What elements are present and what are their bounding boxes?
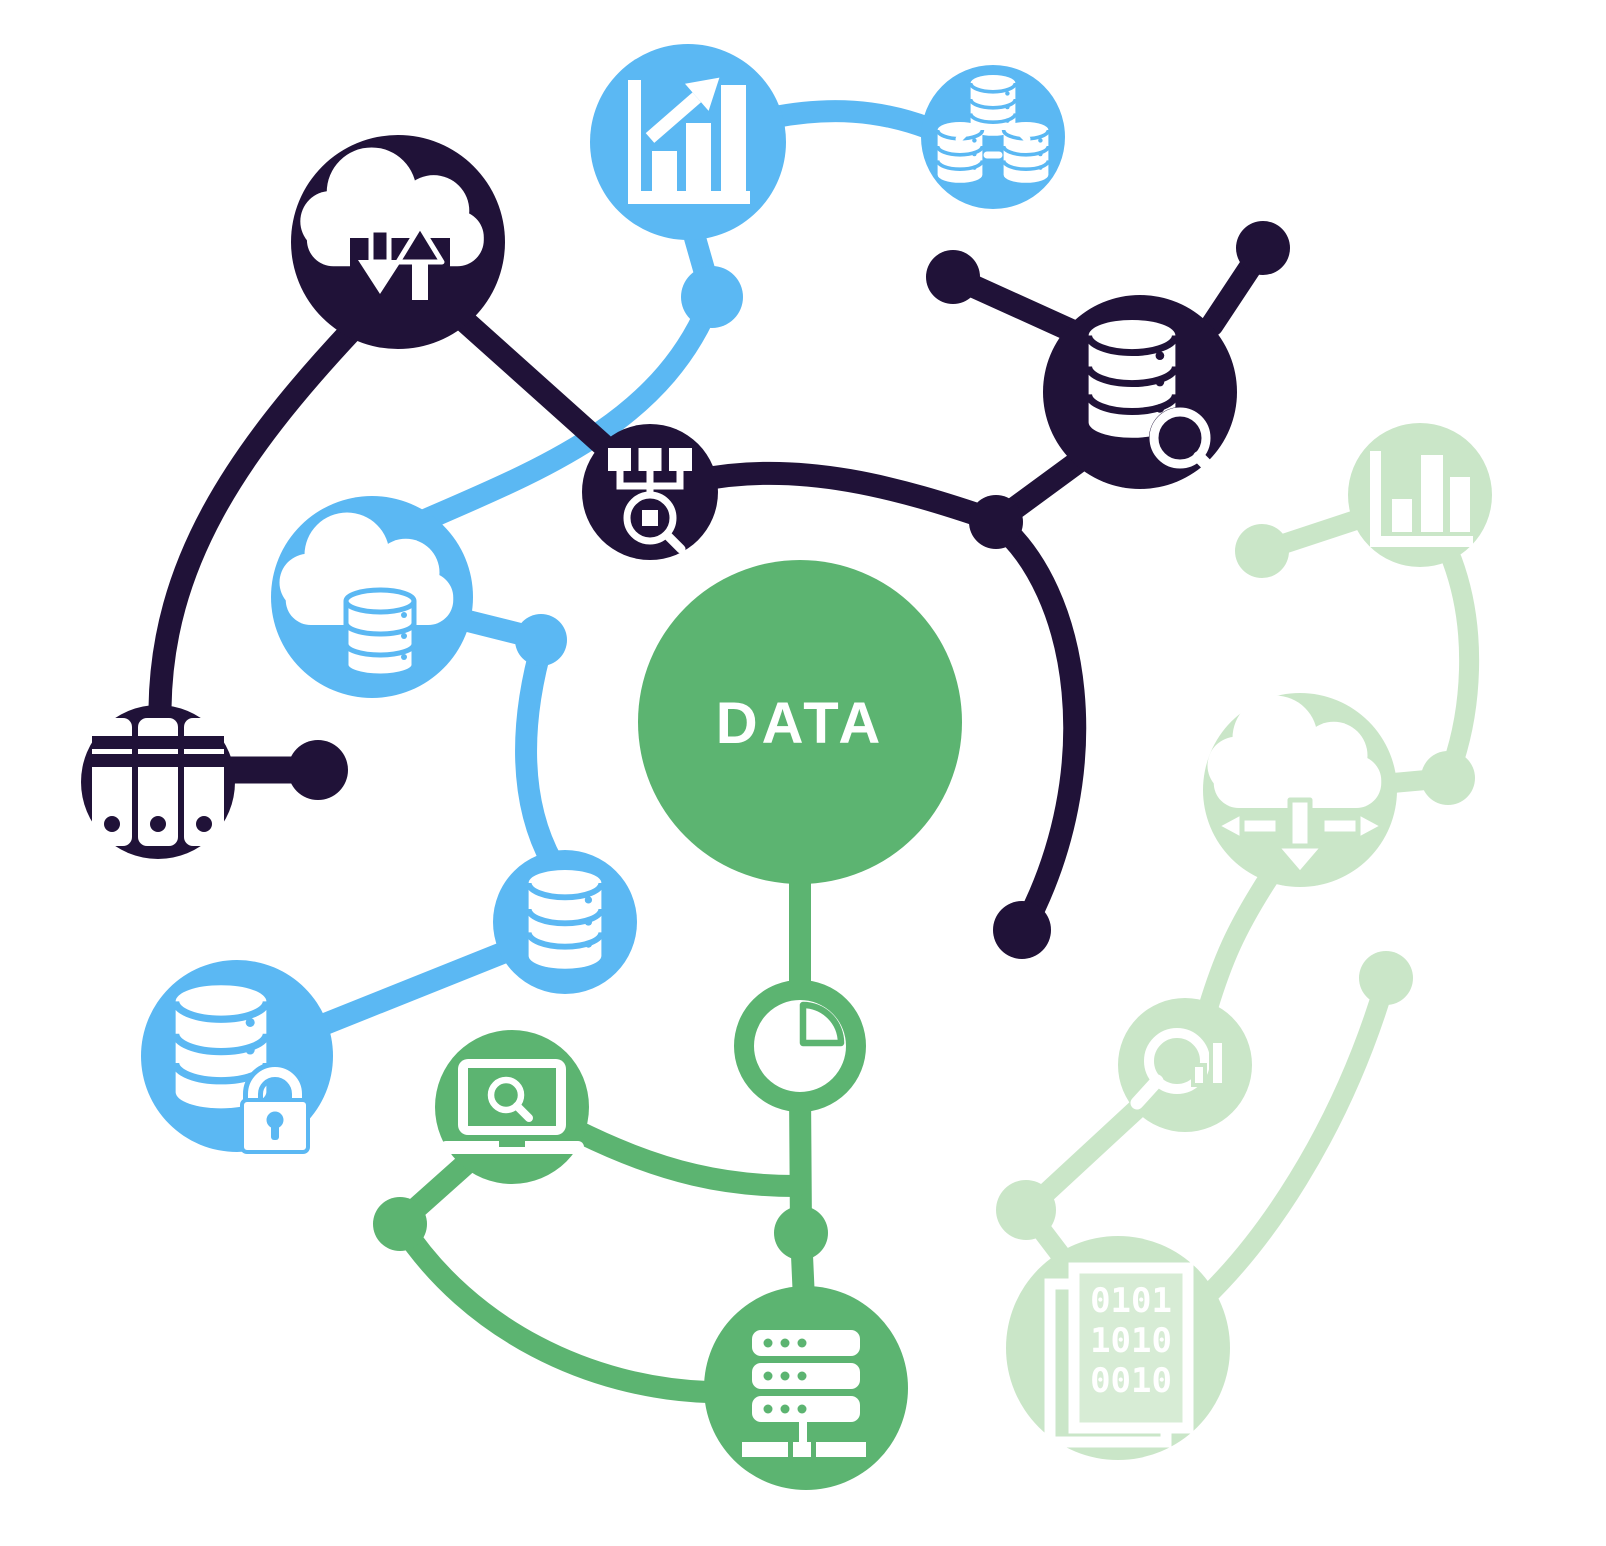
binary-document-icon: 0101 1010 0010 xyxy=(1044,1262,1194,1448)
search-insights-bubble xyxy=(1118,998,1252,1132)
dark-dot xyxy=(288,740,348,800)
node-cloud-distribution xyxy=(1203,693,1397,887)
server-icon xyxy=(742,1330,866,1457)
faded-dot xyxy=(1421,751,1475,805)
laptop-magnifier-icon xyxy=(440,1059,584,1154)
faded-dot xyxy=(996,1180,1056,1240)
sitemap-magnifier-icon xyxy=(608,448,692,554)
database-lock-icon xyxy=(176,985,310,1154)
pie-chart-icon xyxy=(799,1001,845,1047)
connector-cloudsync-to-binders xyxy=(148,318,364,720)
connector-dot-to-server-curve xyxy=(391,1215,719,1403)
bar-chart-arrow-icon xyxy=(628,77,750,204)
padlock xyxy=(240,1062,310,1154)
green-dot xyxy=(774,1206,828,1260)
blue-dot xyxy=(681,266,743,328)
binary-line-2: 1010 xyxy=(1090,1321,1172,1361)
connector-database-to-lock xyxy=(304,941,516,1039)
green-dot xyxy=(373,1197,427,1251)
dark-dot xyxy=(969,495,1023,549)
data-bubble xyxy=(638,560,962,884)
bar-chart-icon xyxy=(1370,451,1473,547)
node-data-center: DATA xyxy=(638,560,962,884)
node-server-rack xyxy=(704,1286,908,1490)
node-database-security xyxy=(141,960,333,1154)
node-database-search xyxy=(1043,295,1237,489)
connector-growth-to-cluster xyxy=(759,100,939,139)
node-archive-binders xyxy=(81,705,235,859)
cloud-upload-download-icon xyxy=(300,147,484,300)
binary-line-1: 0101 xyxy=(1090,1281,1172,1321)
cloud-database-icon xyxy=(279,512,454,679)
node-data-mapping xyxy=(582,424,718,560)
dark-dot xyxy=(926,250,980,304)
connector-dot-to-database xyxy=(515,630,563,873)
faded-dot xyxy=(1359,951,1413,1005)
database-magnifier-icon xyxy=(1089,320,1224,482)
node-cloud-sync xyxy=(291,135,505,349)
node-search-insights xyxy=(1118,998,1252,1132)
connector-laptop-to-line xyxy=(564,1119,807,1197)
node-database-cluster xyxy=(921,65,1065,209)
connector-mapping-to-arc xyxy=(688,461,1005,532)
blue-dot xyxy=(515,614,567,666)
junction-dots xyxy=(288,221,1475,1260)
magnifier-chart-icon xyxy=(1130,1028,1226,1110)
node-database xyxy=(493,850,637,994)
node-binary-data: 0101 1010 0010 xyxy=(1006,1236,1230,1460)
node-pie-chart xyxy=(734,980,866,1112)
faded-dot xyxy=(1235,524,1289,578)
front-page xyxy=(1068,1262,1194,1434)
linked-databases-icon xyxy=(935,73,1051,185)
connector-cloud-to-magnifier xyxy=(1198,866,1280,1018)
dark-dot xyxy=(1236,221,1290,275)
binders-icon xyxy=(92,718,224,846)
faded-connectors xyxy=(1018,506,1480,1340)
node-analytics xyxy=(1348,423,1492,567)
database-icon xyxy=(529,870,602,969)
cloud-arrows-icon xyxy=(1207,695,1387,877)
connector-analytics-to-dot xyxy=(1440,550,1480,782)
data-label: DATA xyxy=(716,691,884,756)
dark-dot xyxy=(993,901,1051,959)
connector-magnifier-to-dot xyxy=(1022,1098,1148,1216)
binary-line-3: 0010 xyxy=(1090,1361,1172,1401)
node-data-browsing xyxy=(435,1030,589,1184)
connector-arc-around-data xyxy=(984,510,1087,940)
node-cloud-database xyxy=(271,496,473,698)
node-growth-chart xyxy=(590,44,786,240)
